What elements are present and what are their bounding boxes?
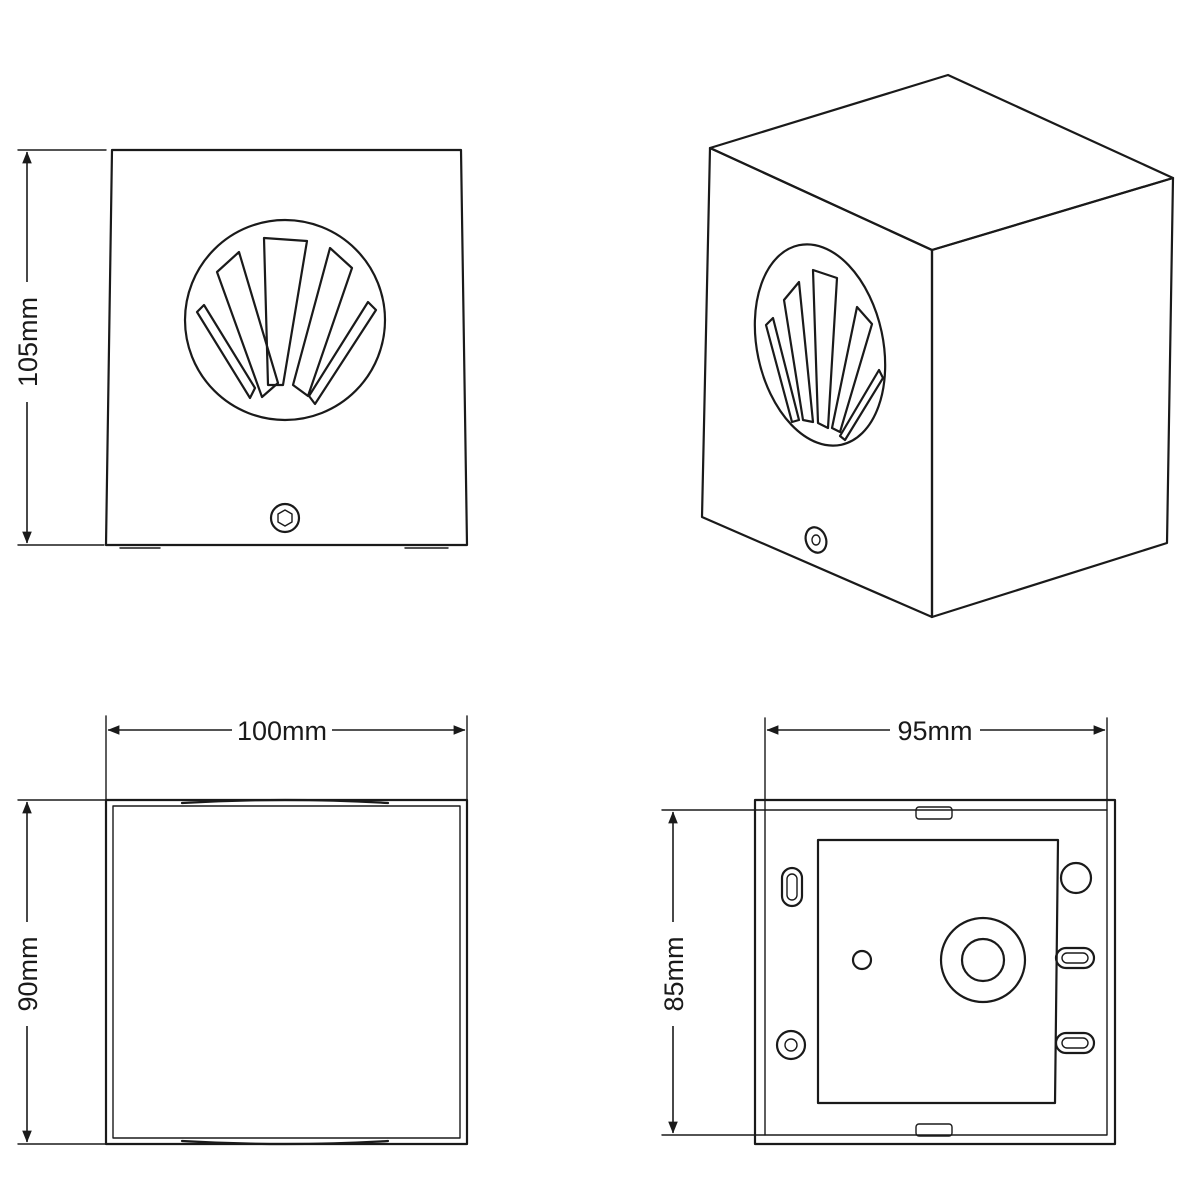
dimension-back-height: 85mm bbox=[659, 809, 766, 1136]
bottom-clip bbox=[915, 1123, 953, 1137]
slot-hole-top-left bbox=[780, 866, 804, 908]
top-outer-outline bbox=[104, 798, 469, 1146]
dimension-top-width: 100mm bbox=[105, 714, 468, 801]
dimension-top-depth: 90mm bbox=[13, 799, 107, 1145]
front-body-outline bbox=[104, 148, 469, 547]
screw-icon bbox=[269, 502, 301, 534]
top-view bbox=[104, 798, 469, 1146]
emblem-ray-left-outer bbox=[195, 303, 257, 400]
cable-entry-hole bbox=[939, 916, 1027, 1004]
top-edge-arc bbox=[180, 798, 390, 805]
top-depth-label: 90mm bbox=[13, 936, 43, 1011]
mounting-plate bbox=[816, 838, 1060, 1105]
slot-hole-right-middle bbox=[1054, 946, 1096, 970]
iso-emblem-ellipse bbox=[753, 243, 887, 447]
iso-top-face bbox=[708, 73, 1175, 252]
front-height-label: 105mm bbox=[13, 297, 43, 387]
emblem-ray-left-inner bbox=[215, 250, 280, 399]
back-inner-outline bbox=[764, 809, 1108, 1136]
top-clip bbox=[915, 806, 953, 820]
emblem-ray-right-outer bbox=[307, 300, 378, 406]
top-inner-outline bbox=[112, 805, 461, 1139]
dimension-front-height: 105mm bbox=[13, 149, 107, 546]
iso-right-face bbox=[930, 176, 1175, 619]
round-hole-top-right bbox=[1059, 861, 1093, 895]
dimension-back-width: 95mm bbox=[764, 714, 1108, 811]
top-width-label: 100mm bbox=[237, 716, 327, 746]
back-height-label: 85mm bbox=[659, 936, 689, 1011]
back-width-label: 95mm bbox=[897, 716, 972, 746]
emblem-circle bbox=[183, 218, 387, 422]
slot-hole-right-bottom bbox=[1054, 1031, 1096, 1055]
back-view bbox=[753, 798, 1117, 1146]
small-pin-hole bbox=[851, 949, 873, 971]
front-view bbox=[104, 148, 469, 549]
iso-shell-emblem bbox=[753, 243, 887, 447]
isometric-view bbox=[700, 73, 1175, 619]
bottom-edge-arc bbox=[180, 1139, 390, 1146]
shell-emblem bbox=[183, 218, 387, 422]
emblem-ray-center bbox=[262, 236, 309, 387]
screw-hole-bottom-left bbox=[775, 1029, 807, 1061]
back-outer-outline bbox=[753, 798, 1117, 1146]
iso-screw-icon bbox=[804, 526, 828, 554]
